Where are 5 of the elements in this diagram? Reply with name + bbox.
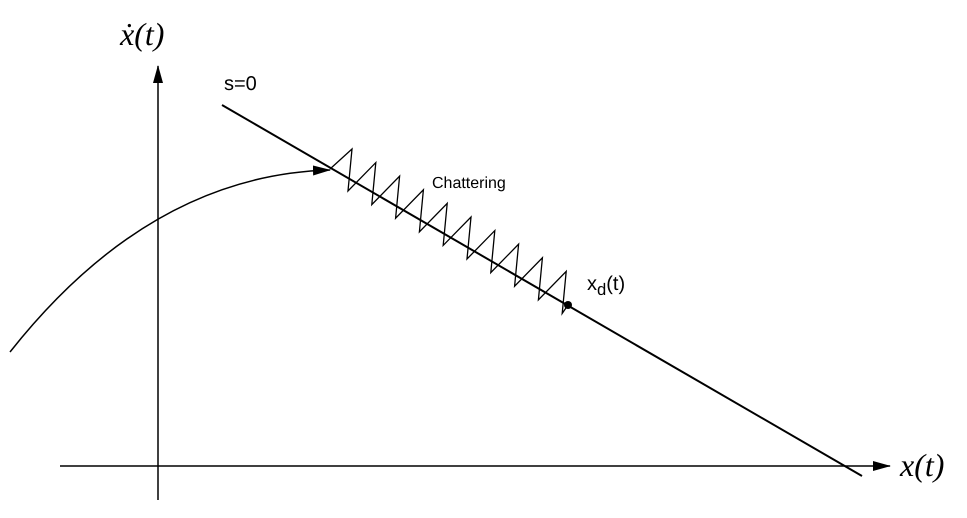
axis-label: x(t)	[900, 449, 944, 481]
annotation-label: Chattering	[432, 176, 506, 192]
line-label: s=0	[224, 74, 257, 94]
point-label: x$_{d}$(t)	[587, 274, 626, 299]
axis-label: ẋ(t)	[120, 18, 164, 50]
